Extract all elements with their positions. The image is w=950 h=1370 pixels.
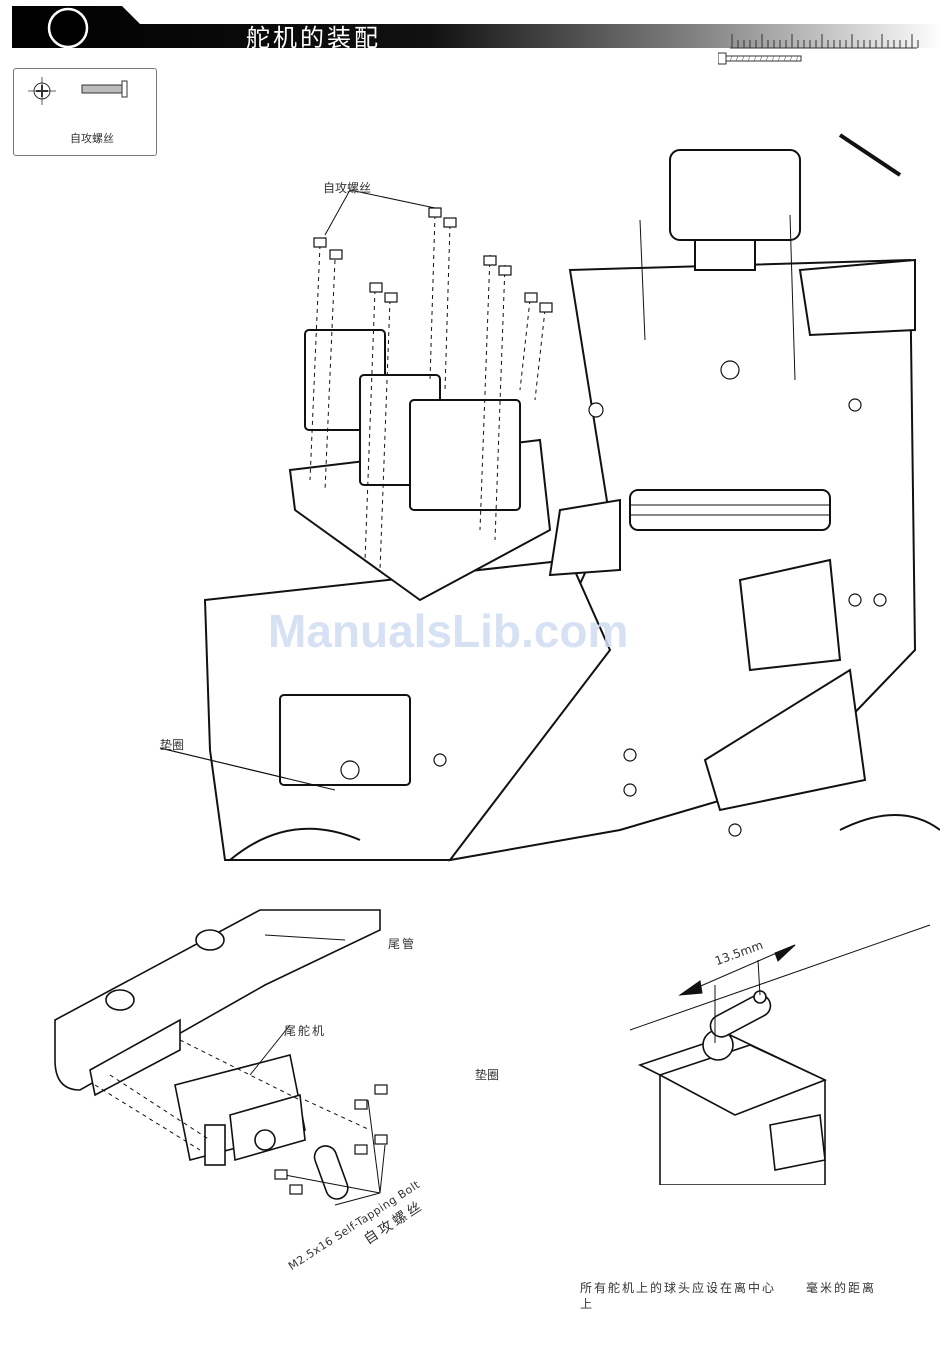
servo-horn-detail-drawing xyxy=(620,915,940,1185)
label-washer-main: 垫圈 xyxy=(160,736,184,753)
note-text-part1: 所有舵机上的球头应设在离中心 xyxy=(580,1281,776,1295)
watermark-text: ManualsLib.com xyxy=(268,604,628,658)
label-self-tapping-screws: 自攻螺丝 xyxy=(323,179,371,196)
screw-gauge-icon xyxy=(718,52,804,66)
self-tapping-screw-icon xyxy=(14,69,156,129)
main-assembly-drawing xyxy=(150,130,940,870)
step-number-circle xyxy=(49,9,87,47)
page-title: 舵机的装配 xyxy=(246,18,381,53)
section-header-bar xyxy=(12,6,942,52)
servo-note: 所有舵机上的球头应设在离中心毫米的距离上 xyxy=(580,1280,880,1312)
label-washer-tail: 垫圈 xyxy=(475,1066,499,1083)
label-tail-servo: 尾舵机 xyxy=(284,1022,326,1039)
label-tail-tube: 尾管 xyxy=(388,935,416,952)
legend-label: 自攻螺丝 xyxy=(70,130,114,146)
